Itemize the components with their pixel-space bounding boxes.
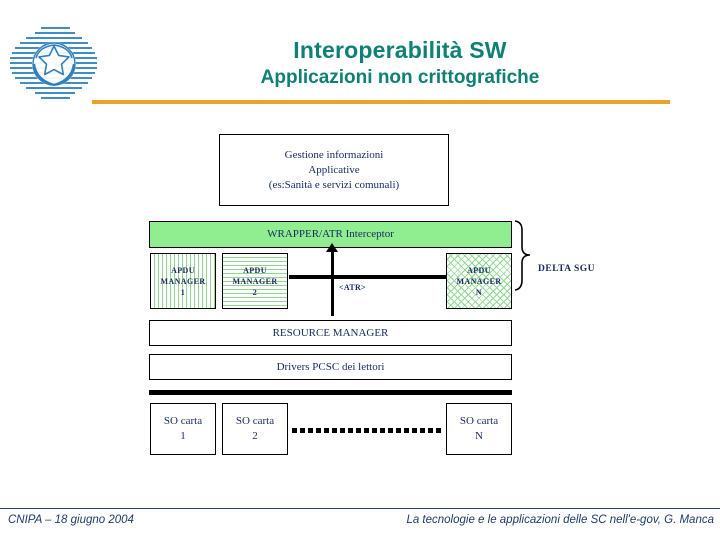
so-carta-1-box: SO carta 1 [150, 403, 216, 455]
apdu-1-line-2: MANAGER [160, 276, 206, 286]
apdu-2-line-2: MANAGER [232, 276, 278, 286]
wrapper-label: WRAPPER/ATR Interceptor [267, 228, 394, 240]
gestione-line-3: (es:Sanità e servizi comunali) [268, 178, 400, 191]
apdu-1-line-1: APDU [171, 265, 195, 275]
atr-horizontal-connector [289, 275, 447, 279]
footer-right-text: La tecnologie e le applicazioni delle SC… [406, 514, 714, 526]
apdu-1-line-3: 1 [180, 287, 186, 297]
so-carta-n-box: SO carta N [446, 403, 512, 455]
apdu-manager-2-box: APDU MANAGER 2 [222, 253, 288, 309]
atr-vertical-connector [331, 248, 334, 316]
apdu-manager-n-box: APDU MANAGER N [446, 253, 512, 309]
drivers-pcsc-label: Drivers PCSC dei lettori [276, 360, 385, 373]
apdu-2-line-3: 2 [252, 287, 258, 297]
atr-label: <ATR> [339, 283, 366, 292]
gestione-line-2: Applicative [308, 163, 360, 176]
footer-left-text: CNIPA – 18 giugno 2004 [8, 514, 134, 526]
resource-manager-box: RESOURCE MANAGER [149, 320, 512, 346]
apdu-manager-1-box: APDU MANAGER 1 [150, 253, 216, 309]
so-n-line-1: SO carta [459, 415, 499, 427]
arrow-up-icon [326, 243, 338, 252]
apdu-n-line-3: N [475, 287, 483, 297]
so-1-line-1: SO carta [163, 415, 203, 427]
apdu-n-line-1: APDU [467, 265, 491, 275]
footer-divider [0, 508, 720, 509]
resource-manager-label: RESOURCE MANAGER [272, 326, 389, 339]
so-carta-2-box: SO carta 2 [222, 403, 288, 455]
apdu-2-line-1: APDU [243, 265, 267, 275]
so-2-line-1: SO carta [235, 415, 275, 427]
so-1-line-2: 1 [180, 430, 186, 442]
gestione-informazioni-box: Gestione informazioni Applicative (es:Sa… [219, 134, 449, 206]
header-rule [92, 100, 670, 104]
drivers-pcsc-box: Drivers PCSC dei lettori [149, 354, 512, 380]
so-carta-ellipsis-connector [292, 428, 442, 433]
delta-sgu-brace-icon [513, 219, 539, 296]
italian-republic-emblem [8, 18, 100, 110]
title-main: Interoperabilità SW [293, 37, 507, 63]
page-title: Interoperabilità SW Applicazioni non cri… [120, 36, 680, 90]
so-2-line-2: 2 [252, 430, 258, 442]
apdu-n-line-2: MANAGER [456, 276, 502, 286]
so-n-line-2: N [475, 430, 483, 442]
title-subtitle: Applicazioni non crittografiche [260, 67, 540, 88]
gestione-line-1: Gestione informazioni [284, 148, 384, 161]
delta-sgu-label: DELTA SGU [538, 264, 596, 274]
card-interface-divider [149, 390, 512, 395]
